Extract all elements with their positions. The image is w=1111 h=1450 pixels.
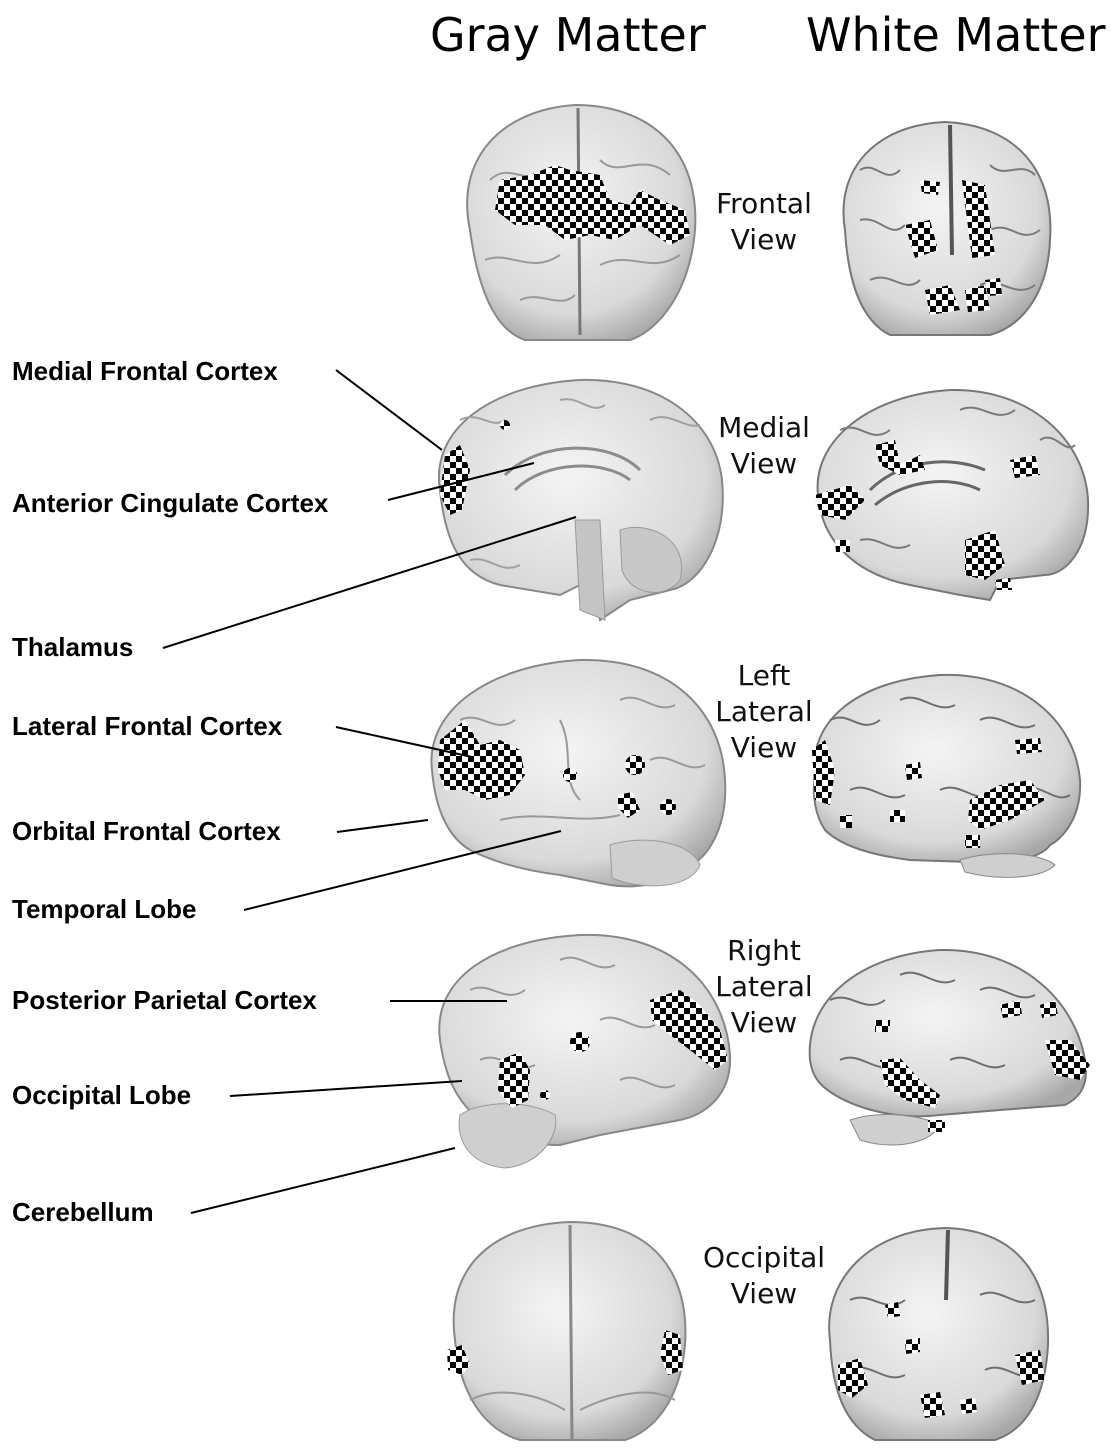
gray-right-lateral-brain (439, 935, 730, 1168)
white-left-lateral-brain (812, 675, 1080, 877)
label-cerebellum: Cerebellum (12, 1197, 154, 1228)
white-medial-brain (815, 390, 1088, 600)
leader-orbital-frontal (337, 820, 428, 832)
view-label-frontal: Frontal View (699, 186, 829, 258)
leader-occipital-lobe (230, 1081, 462, 1096)
view-label-occipital: Occipital View (699, 1240, 829, 1312)
white-frontal-brain (843, 122, 1050, 335)
gray-occipital-brain (447, 1222, 685, 1440)
leader-temporal-lobe (244, 831, 561, 910)
white-occipital-brain (829, 1228, 1048, 1440)
label-thalamus: Thalamus (12, 632, 133, 663)
gray-medial-brain (439, 380, 723, 620)
white-right-lateral-brain (810, 950, 1090, 1145)
view-label-left-lateral: Left Lateral View (699, 658, 829, 766)
label-occipital-lobe: Occipital Lobe (12, 1080, 191, 1111)
gray-frontal-brain (467, 105, 695, 340)
label-temporal-lobe: Temporal Lobe (12, 894, 196, 925)
label-posterior-parietal-cortex: Posterior Parietal Cortex (12, 985, 317, 1016)
leader-medial-frontal (336, 370, 442, 450)
view-label-medial: Medial View (699, 410, 829, 482)
label-orbital-frontal-cortex: Orbital Frontal Cortex (12, 816, 281, 847)
view-label-right-lateral: Right Lateral View (699, 933, 829, 1041)
label-lateral-frontal-cortex: Lateral Frontal Cortex (12, 711, 282, 742)
label-medial-frontal-cortex: Medial Frontal Cortex (12, 356, 278, 387)
label-anterior-cingulate-cortex: Anterior Cingulate Cortex (12, 488, 328, 519)
leader-cerebellum (191, 1148, 455, 1213)
